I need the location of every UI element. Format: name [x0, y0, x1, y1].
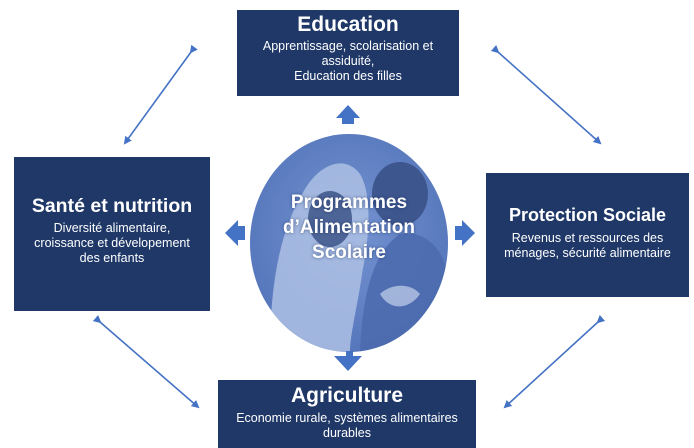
center-label: Programmes d’Alimentation Scolaire	[250, 190, 448, 265]
education-title: Education	[297, 13, 399, 36]
center-label-line2: d’Alimentation	[283, 217, 415, 238]
block-arrow-up	[336, 105, 360, 124]
block-arrow-right	[455, 220, 475, 246]
sante-title: Santé et nutrition	[31, 195, 193, 217]
sante-desc-line3: des enfants	[79, 251, 145, 266]
agriculture-title: Agriculture	[290, 384, 403, 407]
education-desc-line2: assiduité,	[321, 54, 375, 69]
sante-desc-line1: Diversité alimentaire,	[53, 221, 171, 236]
arrow-education-protection	[490, 45, 602, 145]
protection-title: Protection Sociale	[508, 205, 667, 225]
protection-box: Protection Sociale Revenus et ressources…	[486, 173, 689, 297]
center-photo-circle	[250, 134, 448, 352]
center-label-line3: Scolaire	[312, 242, 386, 263]
arrow-sante-agriculture	[92, 315, 200, 409]
arrow-education-sante	[123, 44, 198, 145]
center-label-line1: Programmes	[290, 192, 408, 213]
sante-desc-line2: croissance et dévelopement	[34, 236, 190, 251]
protection-desc-line2: ménages, sécurité alimentaire	[504, 245, 671, 260]
sante-box: Santé et nutrition Diversité alimentaire…	[14, 157, 210, 311]
agriculture-desc-line1: Economie rurale, systèmes alimentaires	[236, 411, 458, 426]
education-desc-line3: Education des filles	[294, 69, 402, 84]
education-box: Education Apprentissage, scolarisation e…	[237, 10, 459, 96]
arrow-protection-agriculture	[503, 314, 606, 409]
block-arrow-left	[225, 220, 245, 246]
agriculture-box: Agriculture Economie rurale, systèmes al…	[218, 380, 476, 448]
children-photo-icon	[250, 134, 448, 352]
agriculture-desc-line2: durables	[323, 426, 371, 441]
protection-desc-line1: Revenus et ressources des	[511, 230, 664, 245]
block-arrow-down	[334, 351, 362, 371]
education-desc-line1: Apprentissage, scolarisation et	[262, 39, 434, 54]
